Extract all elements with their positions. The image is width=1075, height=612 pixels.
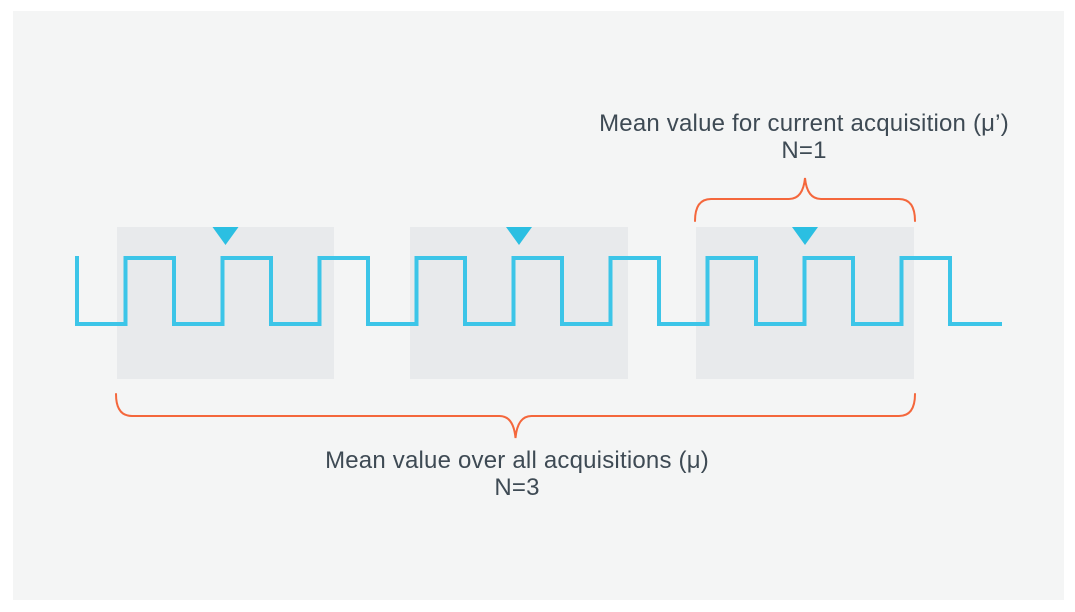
square-wave [75,256,1002,326]
all-acquisitions-label-line2: N=3 [494,474,540,501]
acquisition-region [410,227,628,379]
all-acquisitions-brace [115,393,916,439]
current-acquisition-label-line1: Mean value for current acquisition (μ’) [599,110,1009,137]
acquisition-regions [117,227,914,379]
trigger-marker-icon [212,227,239,245]
all-acquisitions-label: Mean value over all acquisitions (μ) N=3 [277,447,757,501]
trigger-marker-icon [792,227,818,245]
trigger-markers [212,227,818,245]
all-acquisitions-label-line1: Mean value over all acquisitions (μ) [325,447,709,474]
acquisition-region [117,227,334,379]
trigger-marker-icon [506,227,532,245]
current-acquisition-label-line2: N=1 [781,137,827,164]
current-acquisition-brace [694,177,916,222]
current-acquisition-label: Mean value for current acquisition (μ’) … [564,110,1044,164]
